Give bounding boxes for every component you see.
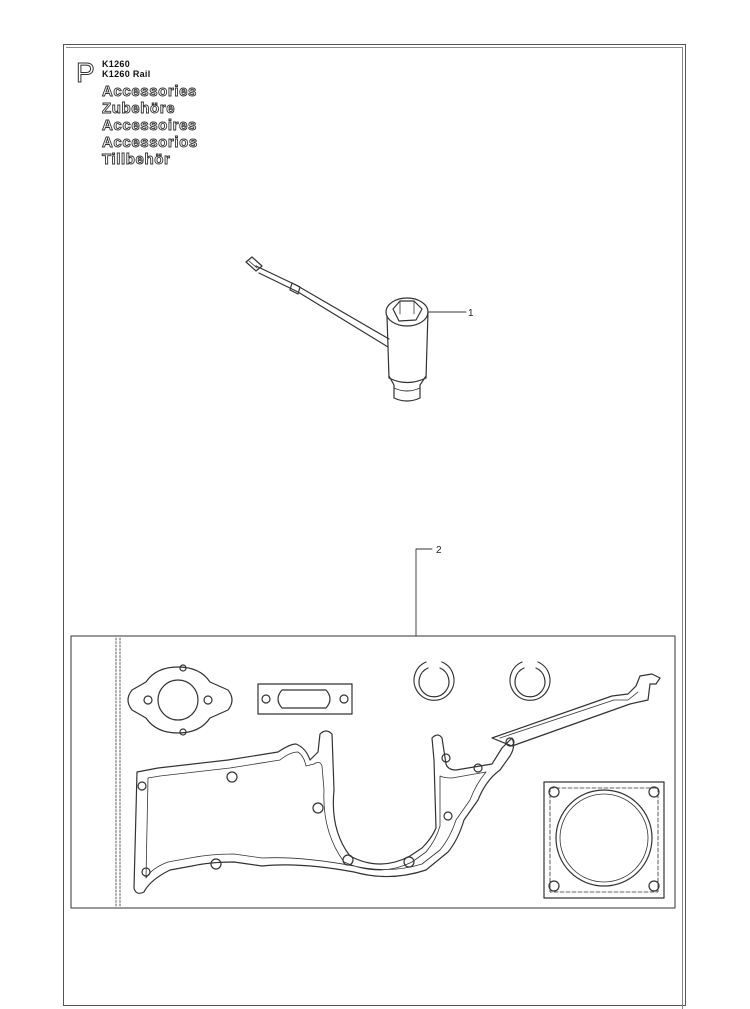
model-name: K1260 Rail	[102, 69, 151, 79]
sheet-inner-border	[66, 47, 683, 1009]
flange-gasket	[127, 664, 233, 736]
model-list: K1260 K1260 Rail	[102, 59, 151, 79]
c-rings	[413, 661, 551, 701]
title-english: Accessories	[102, 83, 197, 101]
slot-gasket	[257, 683, 353, 715]
callout-1-label: 1	[468, 308, 474, 319]
title-swedish: Tillbehör	[102, 151, 171, 169]
crankcase-gasket-left	[133, 730, 515, 894]
section-letter: P	[76, 57, 96, 88]
title-french: Accessoires	[102, 117, 197, 135]
callout-2-label: 2	[436, 545, 442, 556]
combination-wrench	[245, 256, 467, 402]
long-strip-gasket	[491, 673, 661, 747]
cylinder-base-gasket	[543, 781, 665, 899]
gasket-kit	[70, 548, 676, 909]
title-german: Zubehöre	[102, 100, 176, 118]
model-name: K1260	[102, 59, 131, 69]
section-titles: Accessories Zubehöre Accessoires Accesso…	[102, 83, 198, 169]
title-spanish: Accessorios	[102, 134, 198, 152]
drawing-sheet: P K1260 K1260 Rail Accessories Zubehöre …	[63, 44, 686, 1009]
